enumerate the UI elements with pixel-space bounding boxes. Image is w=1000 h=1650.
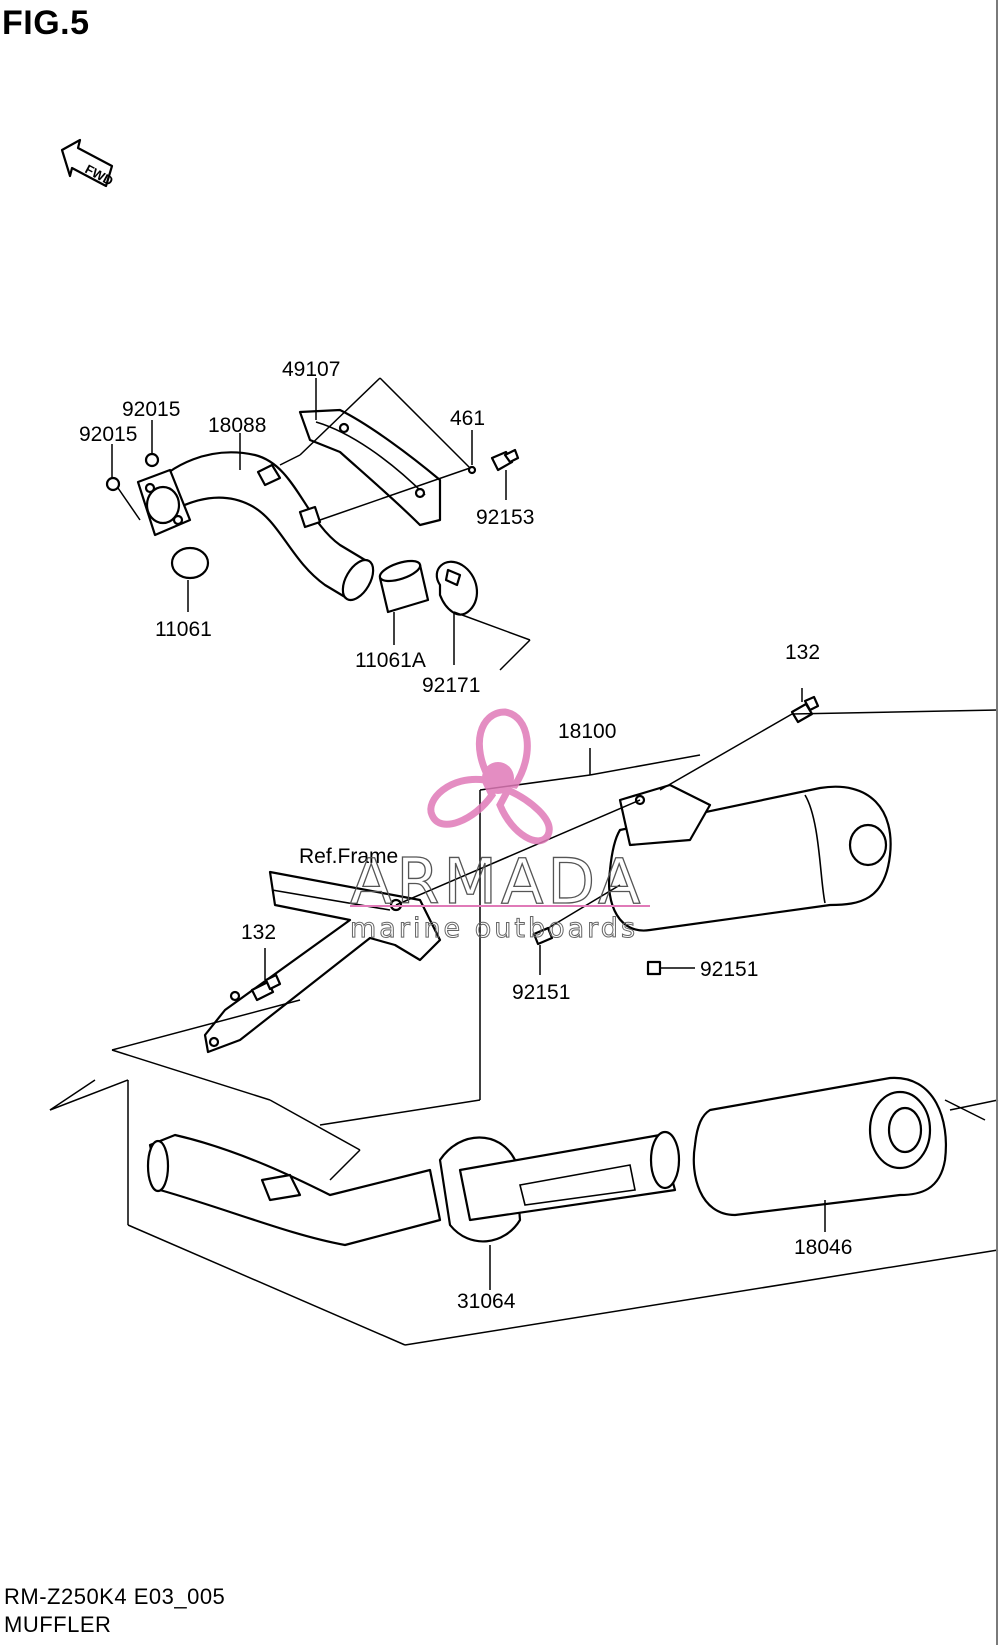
part-labels: 49107 92015 92015 18088 461 92153 11061 … xyxy=(79,358,852,1313)
silencer-body-18046 xyxy=(692,1076,947,1217)
label-18100: 18100 xyxy=(558,720,616,743)
label-31064: 31064 xyxy=(457,1290,516,1313)
label-92171: 92171 xyxy=(422,674,480,697)
packing-31064 xyxy=(438,1130,681,1243)
watermark-brand: ARMADA xyxy=(350,845,644,918)
label-92151-a: 92151 xyxy=(512,981,570,1004)
label-11061A: 11061A xyxy=(355,649,426,672)
watermark-tagline: marine outboards xyxy=(350,913,638,944)
label-461: 461 xyxy=(450,407,485,430)
section-name: MUFFLER xyxy=(4,1612,112,1637)
label-92151-b: 92151 xyxy=(700,958,758,981)
muffler-18100 xyxy=(607,783,892,932)
label-132-left: 132 xyxy=(241,921,276,944)
label-11061: 11061 xyxy=(155,618,212,641)
label-132-right: 132 xyxy=(785,641,820,664)
bolt-132-right xyxy=(790,695,820,724)
label-49107: 49107 xyxy=(282,358,340,381)
label-18046: 18046 xyxy=(794,1236,852,1259)
leader-lines-middle xyxy=(111,688,999,1181)
figure-title: FIG.5 xyxy=(2,4,90,42)
bolt-92151-b xyxy=(646,960,662,976)
label-92015-a: 92015 xyxy=(122,398,180,421)
sleeve-11061A xyxy=(378,559,430,614)
exhaust-pipe-18088 xyxy=(136,451,375,602)
leader-lines-upper xyxy=(111,377,531,671)
label-18088: 18088 xyxy=(208,414,266,437)
bolt-92151-a xyxy=(532,926,554,946)
propeller-logo-icon xyxy=(427,708,553,845)
frame-bracket xyxy=(203,870,442,1054)
washer-461 xyxy=(467,465,477,475)
model-code: RM-Z250K4 E03_005 xyxy=(4,1584,226,1609)
bolt-92153 xyxy=(490,448,520,472)
label-92015-b: 92015 xyxy=(79,423,137,446)
label-92153: 92153 xyxy=(476,506,534,529)
forward-arrow-icon: FWD xyxy=(60,138,116,189)
leader-lines-lower xyxy=(49,1079,999,1346)
washer-92015-b xyxy=(105,476,121,492)
washer-92015-a xyxy=(144,452,160,468)
clamp-92171 xyxy=(435,560,479,616)
label-ref-frame: Ref.Frame xyxy=(299,845,398,868)
bolt-132-left xyxy=(250,973,282,1002)
heat-guard-49107 xyxy=(298,408,442,527)
armada-watermark: ARMADA marine outboards xyxy=(349,708,650,945)
right-border xyxy=(996,0,998,1645)
inner-pipe xyxy=(146,1133,442,1247)
gasket-11061 xyxy=(170,546,210,580)
